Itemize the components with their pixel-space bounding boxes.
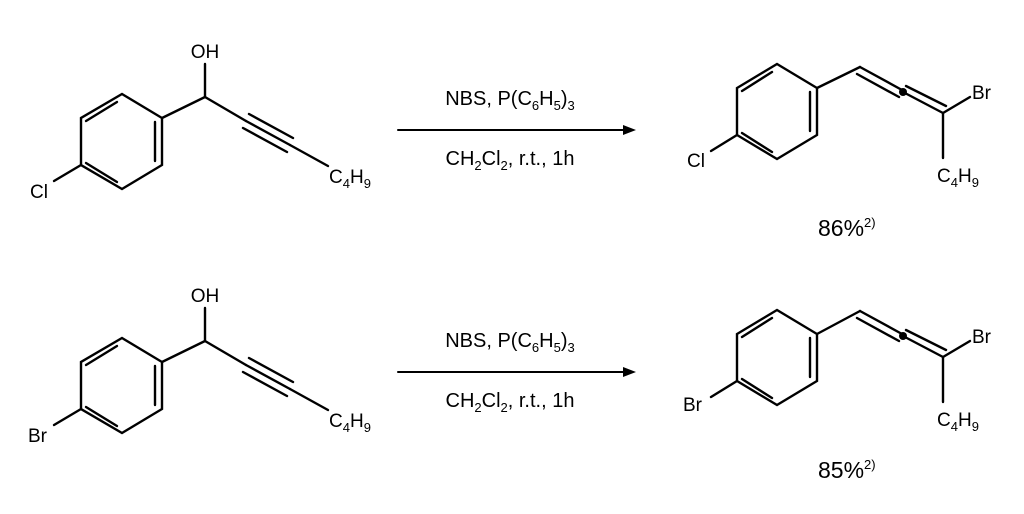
alkyne-bond <box>244 363 292 391</box>
ring-to-br-bond <box>709 379 739 399</box>
aromatic-inner-bond <box>84 100 119 123</box>
ring-to-allene-bond <box>815 65 862 90</box>
para-substituent-label: Br <box>28 426 48 447</box>
halide-label: Br <box>972 327 992 348</box>
reagents-line-2: NBS, P(C6H5)3 <box>445 330 575 355</box>
alkyne-bond <box>241 126 289 154</box>
arrow-head <box>623 125 636 135</box>
para-substituent-label: Cl <box>30 182 48 203</box>
carbinol-to-alkyne-bond <box>203 339 248 367</box>
reaction-row-1: OH Cl C4H9 NBS, P(C6H5)3 CH2Cl2, r.t., 1… <box>30 42 992 241</box>
solvent-conditions-line-1: CH2Cl2, r.t., 1h <box>446 148 575 173</box>
carbinol-to-alkyne-bond <box>203 95 248 123</box>
allene-double-bond <box>904 328 948 352</box>
product-1: Br Cl C4H9 <box>687 62 992 190</box>
alkyne-to-alkyl-bond <box>288 143 330 168</box>
benzene-ring <box>735 62 819 161</box>
hydroxyl-label: OH <box>191 286 220 307</box>
ring-to-br-bond <box>52 407 83 427</box>
benzene-ring <box>735 308 819 407</box>
starting-material-1: OH Cl C4H9 <box>30 42 371 203</box>
halide-label: Br <box>972 83 992 104</box>
reaction-arrow-2 <box>397 367 636 377</box>
alkyne-bond <box>247 112 295 140</box>
allene-double-bond <box>858 309 904 336</box>
allene-double-bond <box>858 65 904 92</box>
yield-label-2: 85%2) <box>818 457 876 483</box>
para-substituent-label: Cl <box>687 151 705 172</box>
aromatic-inner-bond <box>84 344 119 367</box>
yield-label-1: 86%2) <box>818 215 876 241</box>
alkyl-label: C4H9 <box>937 166 979 190</box>
ring-to-carbinol-bond <box>160 95 207 120</box>
benzene-ring <box>79 336 164 435</box>
alkyne-bond <box>247 356 295 384</box>
reaction-row-2: OH Br C4H9 NBS, P(C6H5)3 CH2Cl2, r.t., 1… <box>28 286 992 483</box>
allene-double-bond <box>901 334 945 359</box>
alkyne-bond <box>241 370 289 398</box>
allene-double-bond <box>901 90 945 115</box>
arrow-head <box>623 367 636 377</box>
aromatic-inner-bond <box>740 131 774 154</box>
aromatic-inner-bond <box>740 377 774 400</box>
allene-double-bond <box>904 84 948 108</box>
ring-to-cl-bond <box>52 163 83 183</box>
ring-to-allene-bond <box>815 309 862 336</box>
alkyne-to-alkyl-bond <box>288 387 330 412</box>
ring-to-carbinol-bond <box>160 339 207 364</box>
para-substituent-label: Br <box>683 395 703 416</box>
benzene-ring <box>79 92 164 191</box>
aromatic-inner-bond <box>740 70 774 93</box>
product-2: Br Br C4H9 <box>683 308 992 434</box>
aromatic-inner-bond <box>84 161 119 184</box>
starting-material-2: OH Br C4H9 <box>28 286 371 447</box>
solvent-conditions-line-2: CH2Cl2, r.t., 1h <box>446 390 575 415</box>
carbon-to-br-bond <box>941 339 972 359</box>
allene-double-bond <box>855 72 901 99</box>
allene-double-bond <box>855 316 901 343</box>
aromatic-inner-bond <box>84 405 119 428</box>
ring-to-cl-bond <box>709 133 739 153</box>
carbon-to-br-bond <box>941 95 972 115</box>
reagents-line-1: NBS, P(C6H5)3 <box>445 88 575 113</box>
alkyne-bond <box>244 119 292 147</box>
reaction-arrow-1 <box>397 125 636 135</box>
aromatic-inner-bond <box>740 316 774 339</box>
hydroxyl-label: OH <box>191 42 220 63</box>
alkyl-label: C4H9 <box>329 167 371 191</box>
alkyl-label: C4H9 <box>937 410 979 434</box>
alkyl-label: C4H9 <box>329 411 371 435</box>
